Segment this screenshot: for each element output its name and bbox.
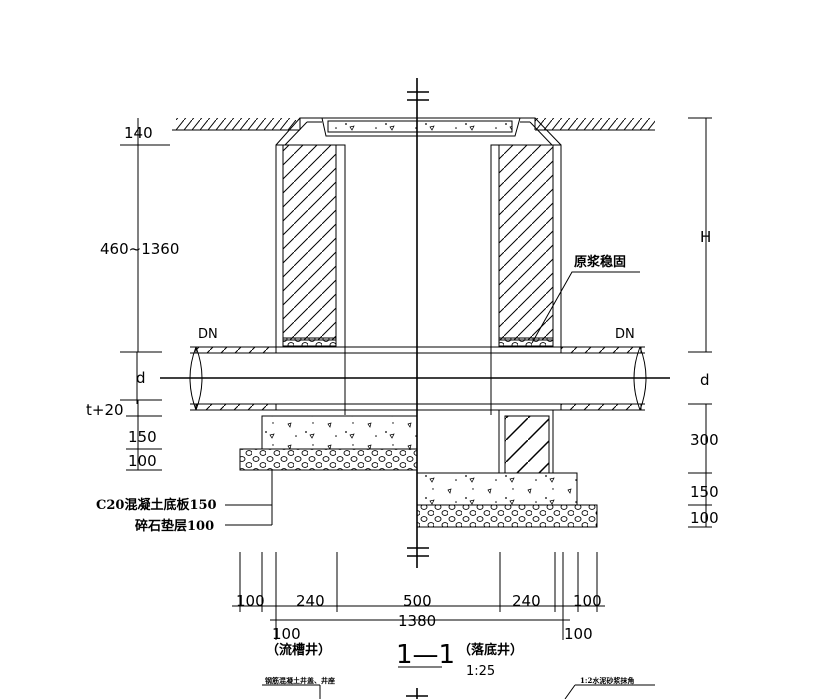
dim-t20: t+20 [86, 401, 124, 419]
dim-150-right: 150 [690, 483, 719, 501]
dim-140: 140 [124, 124, 153, 142]
dim-b100: 100 [573, 592, 602, 610]
note-gravel-layer: 碎石垫层100 [135, 518, 214, 534]
dim-a500: 500 [403, 592, 432, 610]
dim-100-right: 100 [690, 509, 719, 527]
dim-300: 300 [690, 431, 719, 449]
pipe-dn-right: DN [615, 327, 635, 342]
inner-shaft [283, 347, 492, 415]
dim-a240: 240 [296, 592, 325, 610]
pipe [160, 346, 670, 411]
dim-lower-left-100: 100 [272, 625, 301, 643]
left-wall [275, 144, 346, 348]
dim-150-left: 150 [128, 428, 157, 446]
center-line [406, 78, 429, 699]
dim-lower-right-100: 100 [564, 625, 593, 643]
left-base [239, 415, 418, 471]
note-mortar-corner: 1:2水泥砂浆抹角 [580, 676, 634, 685]
right-dimension-chain [688, 117, 712, 528]
label-flow-channel: （流槽井） [266, 642, 331, 658]
pipe-d-right: d [700, 371, 710, 389]
dim-a100: 100 [236, 592, 265, 610]
note-original-slurry: 原浆稳固 [574, 254, 626, 270]
ground-surface [172, 118, 655, 131]
pipe-d-left: d [136, 369, 146, 387]
leader-lines [225, 271, 655, 699]
dim-H: H [700, 228, 711, 246]
section-title: 1—1 [396, 640, 455, 670]
right-base [416, 409, 598, 528]
note-c20-slab: C20混凝土底板150 [96, 497, 217, 513]
left-dimension-chain [120, 118, 170, 471]
dim-total-1380: 1380 [398, 612, 436, 630]
dim-b240: 240 [512, 592, 541, 610]
label-drop-bottom: （落底井） [458, 642, 523, 658]
pipe-dn-left: DN [198, 327, 218, 342]
note-cover-seat: 钢筋混凝土井盖、井座 [265, 676, 335, 685]
dim-460-1360: 460~1360 [100, 240, 179, 258]
bottom-dimension-chain [232, 552, 605, 640]
section-scale: 1:25 [466, 664, 495, 679]
right-wall [490, 144, 562, 348]
dim-100-left: 100 [128, 452, 157, 470]
